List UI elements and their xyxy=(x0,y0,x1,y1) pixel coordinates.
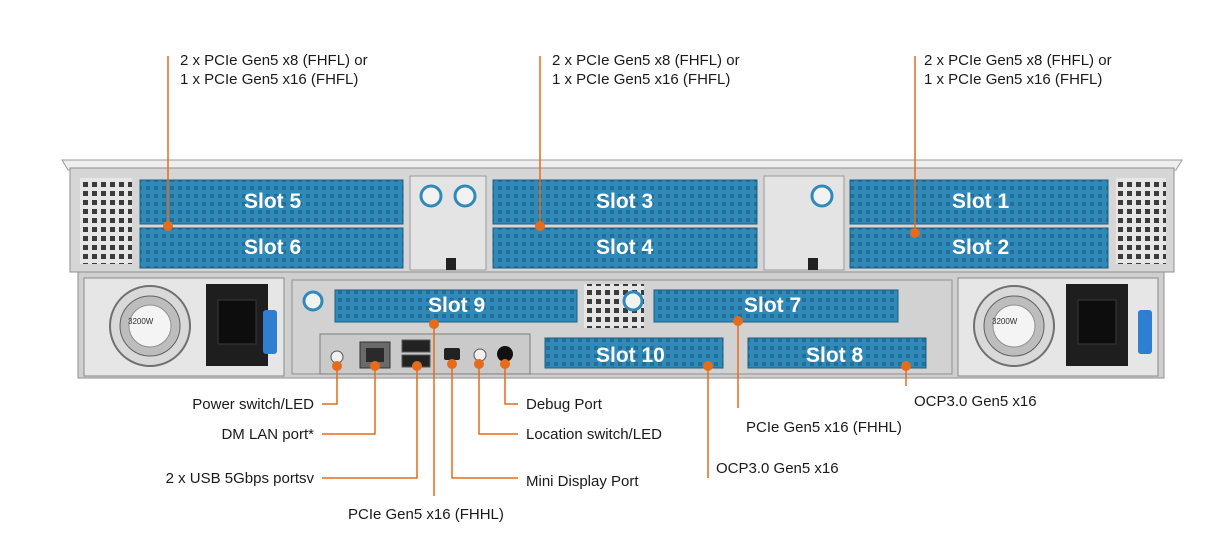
slot-2-label: Slot 2 xyxy=(952,236,1010,259)
slot-1-label: Slot 1 xyxy=(952,190,1010,213)
psu-handle-left xyxy=(263,310,277,354)
callout-slot12-line1: 2 x PCIe Gen5 x8 (FHFL) or xyxy=(924,52,1112,69)
slot-6 xyxy=(139,227,404,269)
thumbscrew xyxy=(419,184,443,208)
psu-handle-right xyxy=(1138,310,1152,354)
callout-mini-dp: Mini Display Port xyxy=(526,473,639,490)
latch xyxy=(808,258,818,270)
latch xyxy=(446,258,456,270)
callout-ocp-slot10: OCP3.0 Gen5 x16 xyxy=(716,460,839,477)
callout-dots xyxy=(163,221,920,371)
callout-ocp-slot8: OCP3.0 Gen5 x16 xyxy=(914,393,1037,410)
callout-debug-port: Debug Port xyxy=(526,396,602,413)
right-vent xyxy=(1116,178,1166,264)
slot-9-label: Slot 9 xyxy=(428,294,486,317)
callout-slot56-line1: 2 x PCIe Gen5 x8 (FHFL) or xyxy=(180,52,368,69)
slot-10-label: Slot 10 xyxy=(596,344,665,367)
slot-6-label: Slot 6 xyxy=(244,236,302,259)
slot-8-label: Slot 8 xyxy=(806,344,864,367)
slot-4-label: Slot 4 xyxy=(596,236,654,259)
psu-rating-right: 3200W xyxy=(992,317,1018,326)
slot-10 xyxy=(544,337,724,369)
callout-dm-lan: DM LAN port* xyxy=(221,426,314,443)
slot-3-label: Slot 3 xyxy=(596,190,654,213)
thumbscrew xyxy=(302,290,324,312)
slot-3 xyxy=(492,179,758,225)
mini-display-port[interactable] xyxy=(444,348,460,360)
callout-pcie-fhhl-slot9: PCIe Gen5 x16 (FHHL) xyxy=(348,506,504,523)
thumbscrew xyxy=(622,290,644,312)
callout-pcie-fhhl-slot7: PCIe Gen5 x16 (FHHL) xyxy=(746,419,902,436)
callout-location-switch: Location switch/LED xyxy=(526,426,662,443)
slot-2 xyxy=(849,227,1109,269)
thumbscrew xyxy=(810,184,834,208)
slot-7 xyxy=(653,289,899,323)
thumbscrew xyxy=(453,184,477,208)
left-vent xyxy=(80,178,132,264)
slot-1 xyxy=(849,179,1109,225)
slot-5 xyxy=(139,179,404,225)
callout-lines xyxy=(167,56,916,496)
usb-port[interactable] xyxy=(401,339,431,353)
callout-slot34-line1: 2 x PCIe Gen5 x8 (FHFL) or xyxy=(552,52,740,69)
callout-slot12-line2: 1 x PCIe Gen5 x16 (FHFL) xyxy=(924,71,1103,88)
psu-rating-left: 3200W xyxy=(128,317,154,326)
callout-slot56-line2: 1 x PCIe Gen5 x16 (FHFL) xyxy=(180,71,359,88)
callout-slot34-line2: 1 x PCIe Gen5 x16 (FHFL) xyxy=(552,71,731,88)
slot-7-label: Slot 7 xyxy=(744,294,802,317)
callout-power-switch: Power switch/LED xyxy=(192,396,314,413)
slot-8 xyxy=(747,337,927,369)
slot-5-label: Slot 5 xyxy=(244,190,302,213)
debug-port[interactable] xyxy=(497,346,513,362)
slot-9 xyxy=(334,289,578,323)
riser-bracket-right xyxy=(763,175,845,271)
callout-usb: 2 x USB 5Gbps portsv xyxy=(165,470,314,487)
slot-4 xyxy=(492,227,758,269)
